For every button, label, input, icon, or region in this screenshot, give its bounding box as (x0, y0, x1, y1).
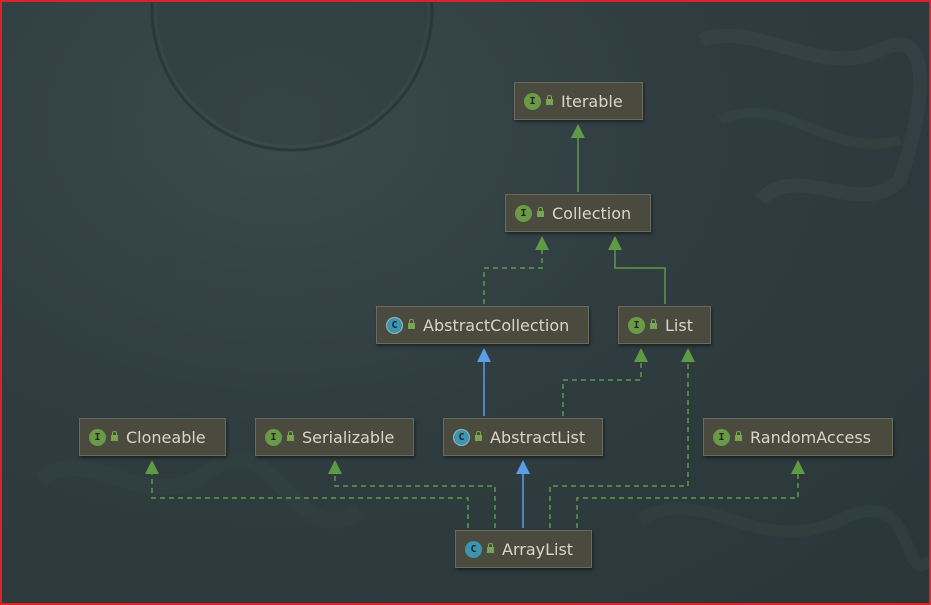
node-abstract-list[interactable]: C AbstractList (443, 418, 603, 456)
edge-abstractcollection-to-collection (483, 236, 549, 304)
abstract-class-icon: C (386, 316, 403, 334)
edge-arraylist-to-serializable (328, 460, 496, 528)
node-abstract-collection[interactable]: C AbstractCollection (376, 306, 589, 344)
interface-icon: I (628, 316, 645, 334)
public-lock-icon (487, 542, 494, 553)
edge-collection-to-iterable (571, 124, 585, 192)
node-label: Serializable (302, 427, 395, 447)
node-cloneable[interactable]: I Cloneable (79, 418, 226, 456)
public-lock-icon (408, 318, 415, 329)
edge-abstractlist-to-abstractcollection (477, 348, 491, 416)
node-label: Iterable (561, 91, 623, 111)
interface-icon: I (265, 428, 282, 446)
public-lock-icon (287, 430, 294, 441)
edge-arraylist-to-list (549, 348, 695, 528)
node-label: List (665, 315, 693, 335)
public-lock-icon (546, 94, 553, 105)
node-label: Collection (552, 203, 632, 223)
interface-icon: I (89, 428, 106, 446)
node-array-list[interactable]: C ArrayList (455, 530, 592, 568)
class-icon: C (465, 540, 482, 558)
node-label: ArrayList (502, 539, 574, 559)
interface-icon: I (515, 204, 532, 222)
public-lock-icon (111, 430, 118, 441)
edge-list-to-collection (608, 236, 666, 304)
interface-icon: I (713, 428, 730, 446)
interface-icon: I (524, 92, 541, 110)
edge-arraylist-to-randomaccess (576, 460, 805, 528)
public-lock-icon (537, 206, 544, 217)
node-label: RandomAccess (750, 427, 872, 447)
edge-abstractlist-to-list (562, 348, 648, 416)
node-list[interactable]: I List (618, 306, 711, 344)
node-label: AbstractList (490, 427, 586, 447)
node-random-access[interactable]: I RandomAccess (703, 418, 893, 456)
node-serializable[interactable]: I Serializable (255, 418, 414, 456)
abstract-class-icon: C (453, 428, 470, 446)
node-label: Cloneable (126, 427, 206, 447)
node-label: AbstractCollection (423, 315, 570, 335)
node-iterable[interactable]: I Iterable (514, 82, 643, 120)
public-lock-icon (475, 430, 482, 441)
node-collection[interactable]: I Collection (505, 194, 651, 232)
edge-arraylist-to-abstractlist (516, 460, 530, 528)
public-lock-icon (650, 318, 657, 329)
edge-arraylist-to-cloneable (145, 460, 469, 528)
public-lock-icon (735, 430, 742, 441)
